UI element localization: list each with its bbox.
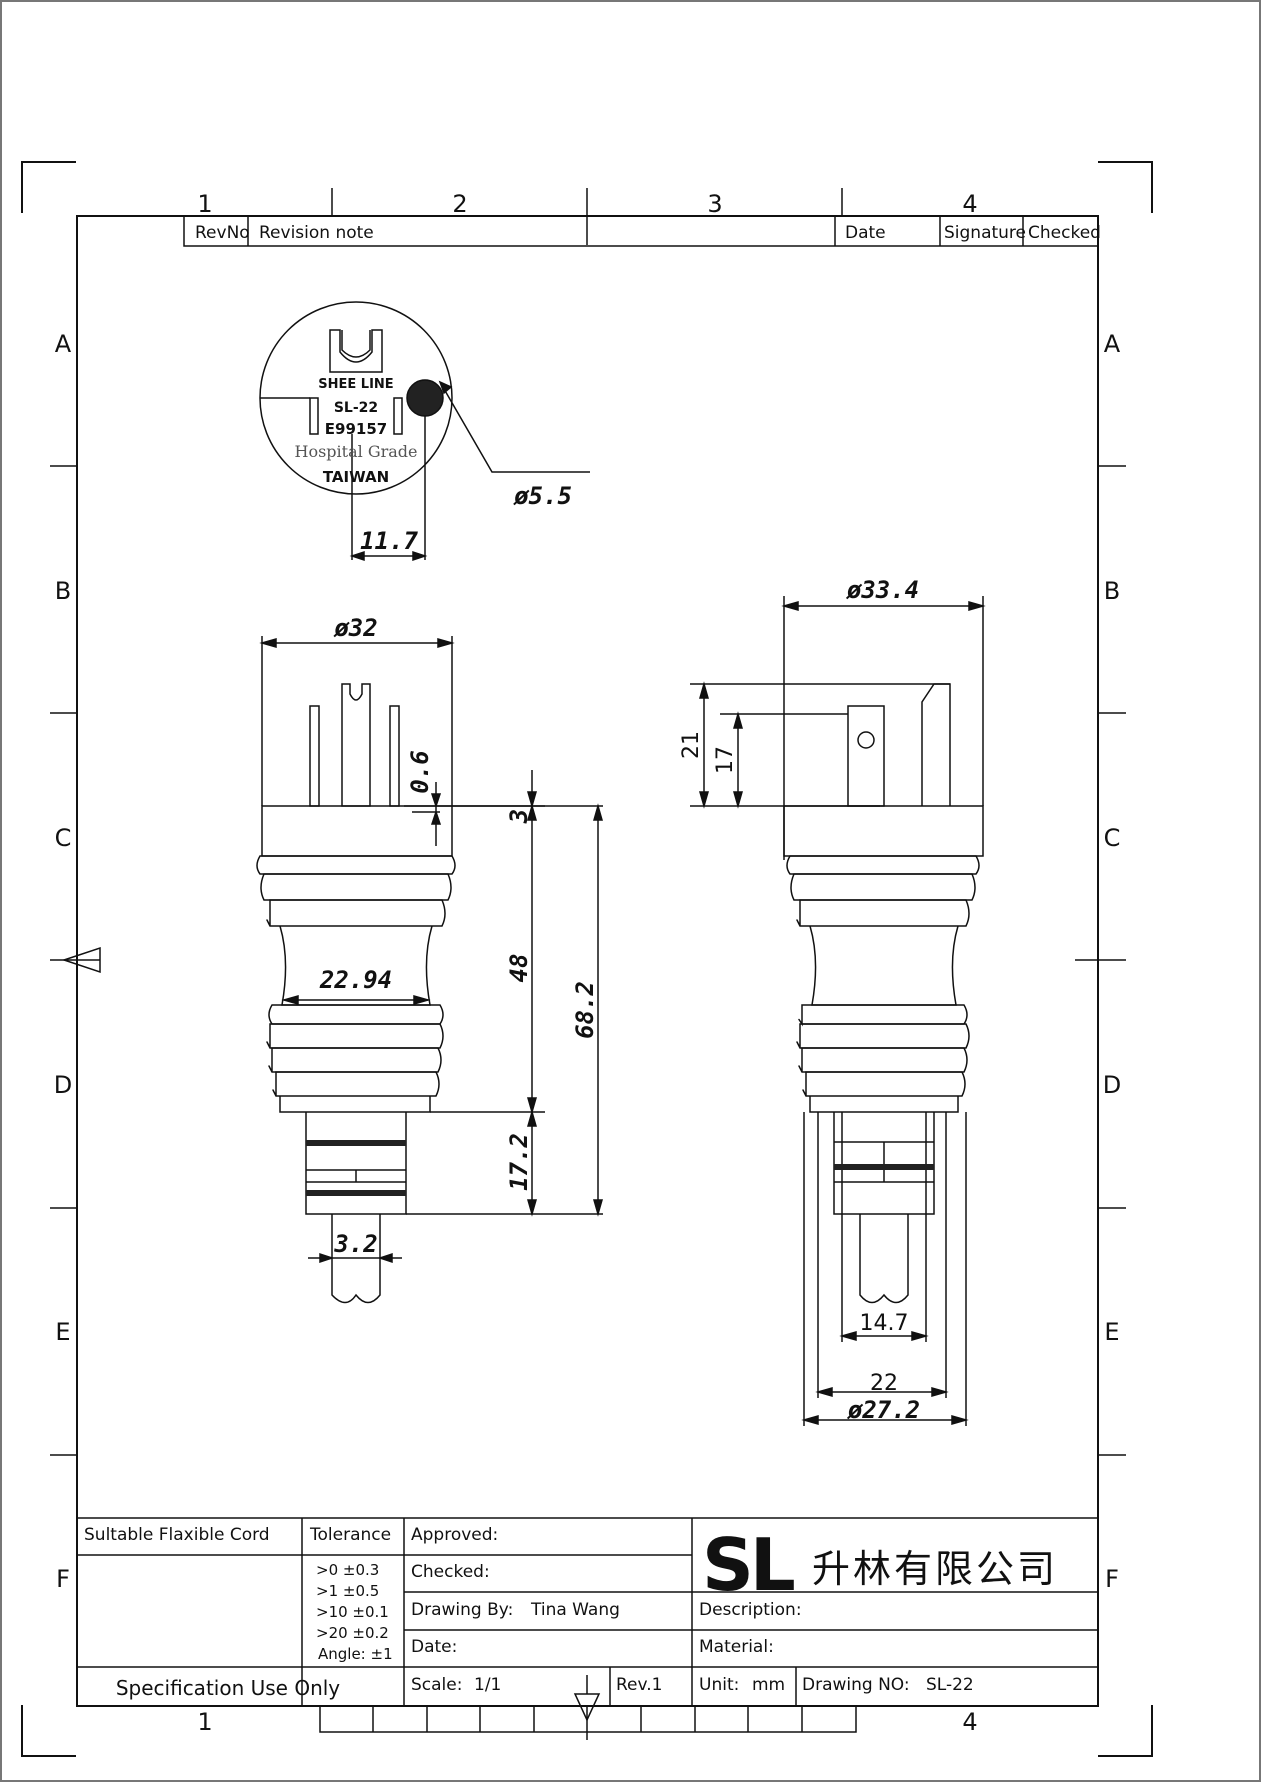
marking-brand: SHEE LINE: [318, 377, 393, 392]
grid-col-4: 4: [962, 190, 977, 218]
grid-row-a-right: A: [1104, 330, 1121, 358]
drawing-by-name: Tina Wang: [530, 1600, 620, 1620]
plug-front-view: [256, 636, 603, 1304]
cord-grip-bands: [306, 1140, 934, 1196]
dim-body-length: 48: [505, 954, 533, 983]
drawing-no-value: SL-22: [926, 1675, 974, 1695]
grid-row-b-right: B: [1104, 577, 1120, 605]
grid-col-3: 3: [707, 190, 722, 218]
grid-row-d-right: D: [1103, 1071, 1121, 1099]
scale-label: Scale:: [411, 1675, 462, 1695]
grid-col-4-bottom: 4: [962, 1708, 977, 1736]
dim-grip-dia: 22.94: [319, 966, 392, 994]
marking-ul-file: E99157: [325, 420, 387, 438]
revision-note-header: Revision note: [259, 223, 374, 243]
approved-label: Approved:: [411, 1525, 498, 1545]
revision-table: [183, 215, 1099, 247]
unit-label: Unit:: [699, 1675, 739, 1695]
tolerance-label: Tolerance: [309, 1525, 391, 1545]
revision-value: Rev.1: [616, 1675, 662, 1695]
grid-row-c: C: [55, 824, 72, 852]
spec-use-note: Specification Use Only: [116, 1676, 340, 1700]
cord-label: Sultable Flaxible Cord: [84, 1525, 270, 1545]
rev-no-header: RevNo: [195, 223, 250, 243]
grid-ticks: [50, 188, 1126, 1456]
scale-bar: [319, 1675, 857, 1740]
grid-row-e: E: [55, 1318, 70, 1346]
dim-front-dia: ø32: [333, 614, 377, 642]
grid-col-1-bottom: 1: [197, 1708, 212, 1736]
dim-blade-height-inner: 17: [713, 746, 738, 774]
company-name: 升林有限公司: [812, 1547, 1058, 1591]
grid-row-a: A: [55, 330, 72, 358]
date-label: Date:: [411, 1637, 457, 1657]
unit-value: mm: [752, 1675, 785, 1695]
dim-tail-width: 22: [870, 1371, 898, 1396]
material-label: Material:: [699, 1637, 774, 1657]
title-block: [77, 1517, 1098, 1705]
tolerance-0: >0 ±0.3: [316, 1561, 379, 1579]
tolerance-angle: Angle: ±1: [318, 1645, 393, 1663]
grid-row-c-right: C: [1104, 824, 1121, 852]
marking-origin: TAIWAN: [323, 468, 389, 486]
grid-col-1: 1: [197, 190, 212, 218]
grid-row-d: D: [54, 1071, 72, 1099]
checked-header: Checked: [1028, 223, 1101, 243]
dim-hole-dia: ø5.5: [513, 482, 572, 510]
dim-tail-length: 17.2: [505, 1133, 533, 1191]
dim-total-length: 68.2: [571, 981, 599, 1039]
grid-col-2: 2: [452, 190, 467, 218]
dim-tail-dia: ø27.2: [847, 1396, 920, 1424]
marking-hospital-grade: Hospital Grade: [294, 442, 417, 461]
marking-model: SL-22: [334, 400, 378, 416]
grid-row-f-right: F: [1105, 1565, 1119, 1593]
date-header: Date: [845, 223, 886, 243]
checked-label: Checked:: [411, 1562, 490, 1582]
dim-pin-gap: 0.6: [406, 750, 434, 793]
plug-side-view: [690, 596, 986, 1426]
signature-header: Signature: [944, 223, 1026, 243]
dim-offset: 11.7: [360, 527, 418, 555]
grid-row-f: F: [56, 1565, 70, 1593]
dim-flange: 3: [505, 809, 533, 824]
grid-row-e-right: E: [1104, 1318, 1119, 1346]
plug-face-view: [259, 301, 590, 562]
drawing-no-label: Drawing NO:: [802, 1675, 910, 1695]
drawing-frame: [76, 215, 1099, 1707]
dim-side-dia: ø33.4: [846, 576, 919, 604]
drawing-by-label: Drawing By:: [411, 1600, 513, 1620]
dim-cord-dia: 3.2: [333, 1230, 377, 1258]
tolerance-10: >10 ±0.1: [316, 1603, 389, 1621]
dim-blade-height: 21: [679, 731, 704, 759]
scale-value: 1/1: [474, 1675, 501, 1695]
company-logo: SL: [702, 1523, 794, 1607]
grid-row-b: B: [55, 577, 71, 605]
description-label: Description:: [699, 1600, 802, 1620]
corner-marks: [21, 161, 1153, 1757]
dim-side-cord: 14.7: [860, 1311, 909, 1336]
centering-arrow-icon: [61, 946, 101, 974]
tolerance-20: >20 ±0.2: [316, 1624, 389, 1642]
tolerance-1: >1 ±0.5: [316, 1582, 379, 1600]
